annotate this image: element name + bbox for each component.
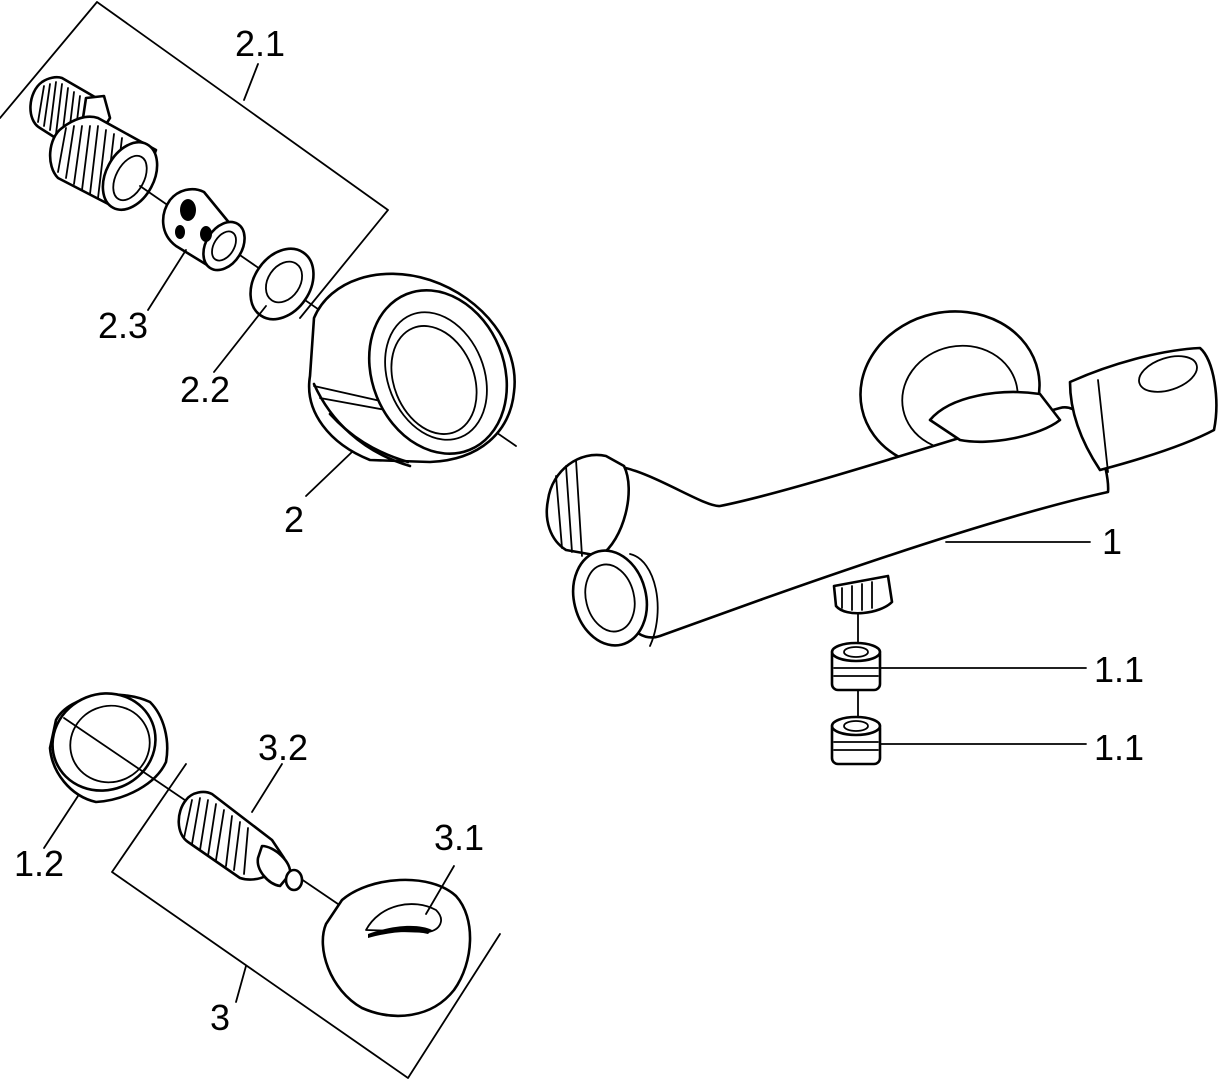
leader-2 xyxy=(305,451,353,497)
leader-2-3 xyxy=(147,249,187,311)
leader-2-2 xyxy=(213,305,267,373)
cover-rosette-part xyxy=(307,272,516,468)
mixer-body-part xyxy=(545,310,1218,647)
s-connector-part xyxy=(29,75,159,212)
filter-sleeve-part xyxy=(161,187,246,272)
check-valve-part-upper xyxy=(830,641,882,692)
leader-3-1 xyxy=(425,865,455,915)
callout-2-3: 2.3 xyxy=(98,305,148,346)
callout-1-2: 1.2 xyxy=(14,843,64,884)
callout-1-1-upper: 1.1 xyxy=(1094,649,1144,690)
bracket-3 xyxy=(111,763,501,1079)
callout-1: 1 xyxy=(1102,521,1122,562)
callout-3: 3 xyxy=(210,997,230,1038)
leader-1-2 xyxy=(43,795,79,849)
callout-1-1-lower: 1.1 xyxy=(1094,727,1144,768)
callout-3-1: 3.1 xyxy=(434,817,484,858)
washer-part xyxy=(249,247,315,321)
knob-part xyxy=(321,878,472,1018)
callout-3-2: 3.2 xyxy=(258,727,308,768)
leader-3-2 xyxy=(251,763,283,813)
callout-2-1: 2.1 xyxy=(235,23,285,64)
cartridge-part xyxy=(177,790,304,892)
callout-2-2: 2.2 xyxy=(180,369,230,410)
ring-part xyxy=(48,692,169,804)
callout-2: 2 xyxy=(284,499,304,540)
check-valve-part-lower xyxy=(830,715,882,766)
bracket-2-1 xyxy=(0,1,389,319)
